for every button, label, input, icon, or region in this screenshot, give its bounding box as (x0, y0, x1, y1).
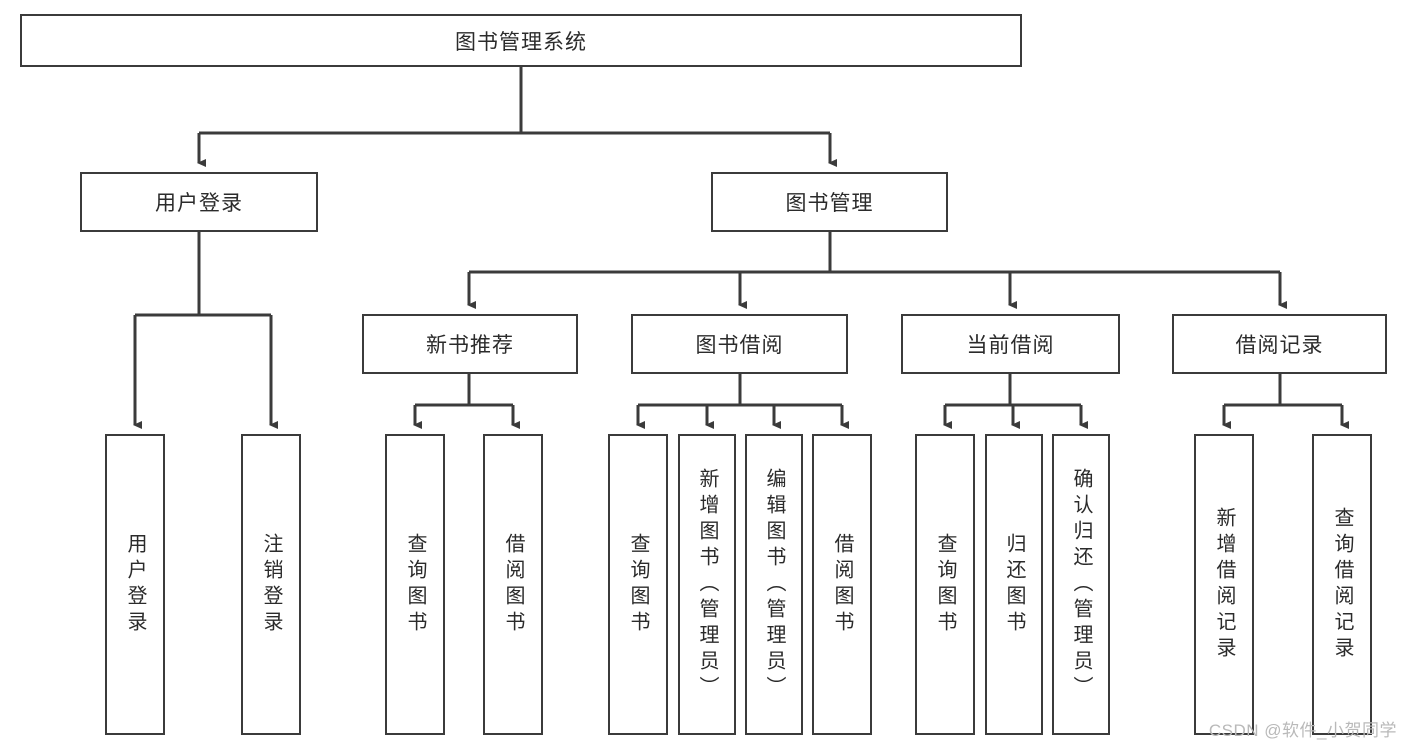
node-leaf-query-book-2[interactable]: 查询图书 (608, 434, 668, 735)
node-borrow-record[interactable]: 借阅记录 (1172, 314, 1387, 374)
node-leaf-user-login[interactable]: 用户登录 (105, 434, 165, 735)
node-current-borrow[interactable]: 当前借阅 (901, 314, 1120, 374)
node-leaf-add-book-label: 新增图书（管理员） (696, 467, 718, 702)
watermark-text: CSDN @软件_小贺同学 (1208, 721, 1397, 740)
node-root-label: 图书管理系统 (455, 30, 587, 54)
node-new-book-recommend-label: 新书推荐 (426, 334, 514, 357)
node-leaf-user-login-label: 用户登录 (124, 532, 146, 637)
node-leaf-add-book[interactable]: 新增图书（管理员） (678, 434, 736, 735)
node-book-borrow[interactable]: 图书借阅 (631, 314, 848, 374)
node-borrow-record-label: 借阅记录 (1235, 334, 1324, 357)
node-leaf-edit-book[interactable]: 编辑图书（管理员） (745, 434, 803, 735)
node-leaf-add-record-label: 新增借阅记录 (1213, 506, 1235, 663)
node-book-management-label: 图书管理 (785, 192, 874, 215)
node-leaf-query-book-3[interactable]: 查询图书 (915, 434, 975, 735)
node-leaf-query-record[interactable]: 查询借阅记录 (1312, 434, 1372, 735)
node-book-management[interactable]: 图书管理 (711, 172, 948, 232)
node-leaf-confirm-return-label: 确认归还（管理员） (1070, 467, 1092, 702)
node-leaf-borrow-book-2[interactable]: 借阅图书 (812, 434, 872, 735)
node-leaf-borrow-book-1[interactable]: 借阅图书 (483, 434, 543, 735)
node-current-borrow-label: 当前借阅 (966, 334, 1055, 357)
node-leaf-logout-login-label: 注销登录 (260, 532, 282, 637)
node-leaf-borrow-book-2-label: 借阅图书 (831, 532, 853, 637)
node-new-book-recommend[interactable]: 新书推荐 (362, 314, 578, 374)
node-leaf-query-book-2-label: 查询图书 (627, 532, 649, 637)
node-leaf-return-book[interactable]: 归还图书 (985, 434, 1043, 735)
node-leaf-edit-book-label: 编辑图书（管理员） (763, 467, 785, 702)
node-leaf-logout-login[interactable]: 注销登录 (241, 434, 301, 735)
node-leaf-return-book-label: 归还图书 (1003, 532, 1025, 637)
node-user-login-label: 用户登录 (155, 192, 243, 215)
node-leaf-query-book-3-label: 查询图书 (934, 532, 956, 637)
node-book-borrow-label: 图书借阅 (695, 334, 784, 357)
node-root[interactable]: 图书管理系统 (20, 14, 1022, 67)
node-leaf-borrow-book-1-label: 借阅图书 (502, 532, 524, 637)
node-leaf-query-book-1[interactable]: 查询图书 (385, 434, 445, 735)
node-leaf-query-record-label: 查询借阅记录 (1331, 506, 1353, 663)
node-user-login[interactable]: 用户登录 (80, 172, 318, 232)
node-leaf-query-book-1-label: 查询图书 (404, 532, 426, 637)
node-leaf-confirm-return[interactable]: 确认归还（管理员） (1052, 434, 1110, 735)
node-leaf-add-record[interactable]: 新增借阅记录 (1194, 434, 1254, 735)
